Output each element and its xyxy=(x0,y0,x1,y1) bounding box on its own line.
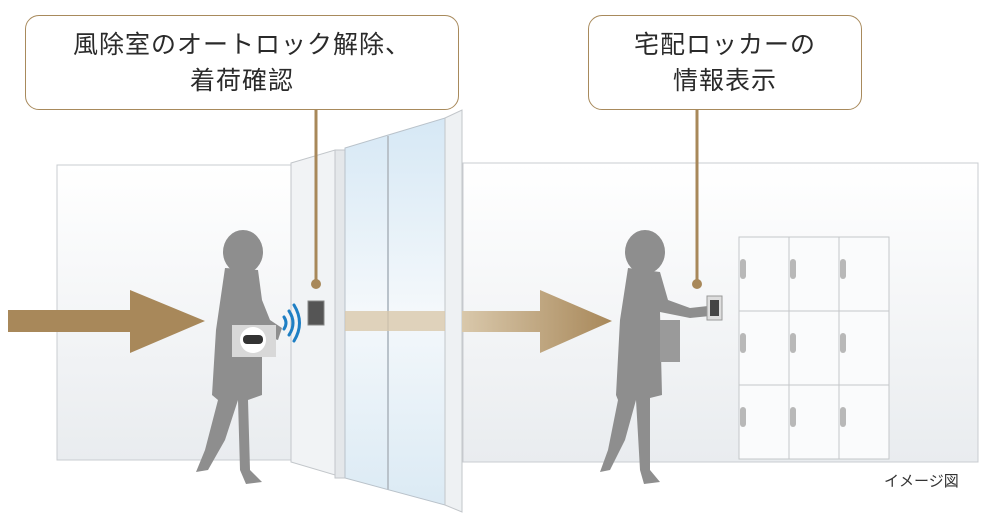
locker-handle-icon xyxy=(840,333,846,353)
callout-autolock-line-2: 着荷確認 xyxy=(189,65,294,95)
locker-handle-icon xyxy=(790,259,796,279)
callout-locker-line-1: 宅配ロッカーの xyxy=(633,29,816,59)
locker-door[interactable] xyxy=(788,384,840,460)
callout-autolock: 風除室のオートロック解除、 着荷確認 xyxy=(25,15,459,110)
locker-door[interactable] xyxy=(738,236,790,312)
locker-door[interactable] xyxy=(788,310,840,386)
autolock-reader-icon xyxy=(307,300,325,326)
callout-locker-info: 宅配ロッカーの 情報表示 xyxy=(588,15,862,110)
locker-handle-icon xyxy=(740,259,746,279)
locker-door[interactable] xyxy=(838,384,890,460)
locker-handle-icon xyxy=(740,333,746,353)
locker-handle-icon xyxy=(840,407,846,427)
locker-handle-icon xyxy=(790,333,796,353)
locker-door[interactable] xyxy=(838,236,890,312)
locker-handle-icon xyxy=(840,259,846,279)
delivery-lockers xyxy=(738,236,890,460)
person-silhouette-locker xyxy=(600,230,710,484)
locker-handle-icon xyxy=(740,407,746,427)
wireless-signal-icon xyxy=(282,303,301,343)
locker-door[interactable] xyxy=(788,236,840,312)
arrow-left-icon xyxy=(8,290,205,353)
callout-locker-line-2: 情報表示 xyxy=(672,65,777,95)
locker-handle-icon xyxy=(790,407,796,427)
image-caption: イメージ図 xyxy=(884,472,959,490)
locker-door[interactable] xyxy=(738,310,790,386)
callout-autolock-line-1: 風除室のオートロック解除、 xyxy=(72,29,411,59)
arrow-middle-icon xyxy=(462,290,612,353)
locker-door[interactable] xyxy=(838,310,890,386)
locker-door[interactable] xyxy=(738,384,790,460)
key-fob-icon xyxy=(243,335,263,344)
